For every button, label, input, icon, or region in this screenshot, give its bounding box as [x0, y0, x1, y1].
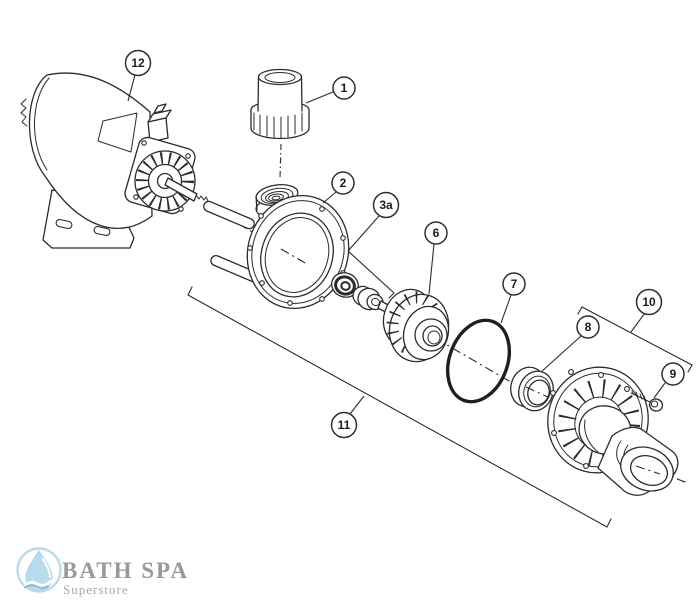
- callout-6-label: 6: [433, 226, 440, 240]
- callout-9: 9: [653, 362, 685, 399]
- callout-1-label: 1: [341, 81, 348, 95]
- wear-ring-drawing: [510, 366, 554, 412]
- callout-3a: 3a: [347, 191, 400, 252]
- impeller-drawing: [382, 288, 450, 363]
- volute-drawing: [203, 184, 350, 310]
- callout-2-label: 2: [340, 176, 347, 190]
- logo-brand-text: BATH SPA: [62, 558, 189, 583]
- callout-10: 10: [630, 288, 663, 333]
- shaft-seal-drawing: [331, 272, 402, 319]
- callout-6: 6: [424, 221, 448, 295]
- callout-7: 7: [500, 272, 526, 324]
- callout-10-label: 10: [642, 295, 656, 309]
- assembly-bracket-10: [577, 306, 693, 373]
- callout-9-label: 9: [670, 367, 677, 381]
- motor-drawing: [20, 72, 209, 249]
- assembly-bracket-11: [187, 286, 612, 528]
- bath-spa-logo: BATH SPA Superstore: [16, 547, 189, 597]
- callout-12: 12: [124, 49, 152, 102]
- callout-7-label: 7: [511, 277, 518, 291]
- callout-2: 2: [322, 171, 355, 204]
- water-drop-icon: [24, 550, 55, 592]
- faceplate-drawing: [547, 366, 689, 496]
- callout-8-label: 8: [585, 320, 592, 334]
- callout-1: 1: [305, 76, 356, 104]
- callout-3a-label: 3a: [379, 198, 393, 212]
- callout-11: 11: [330, 395, 365, 439]
- screw-drawing: [630, 390, 664, 412]
- logo-tagline-text: Superstore: [63, 582, 129, 597]
- callout-12-label: 12: [131, 56, 145, 70]
- callout-11-label: 11: [338, 418, 351, 432]
- union-nut-drawing: [250, 68, 310, 140]
- callout-8: 8: [540, 315, 600, 373]
- o-ring-drawing: [445, 318, 512, 404]
